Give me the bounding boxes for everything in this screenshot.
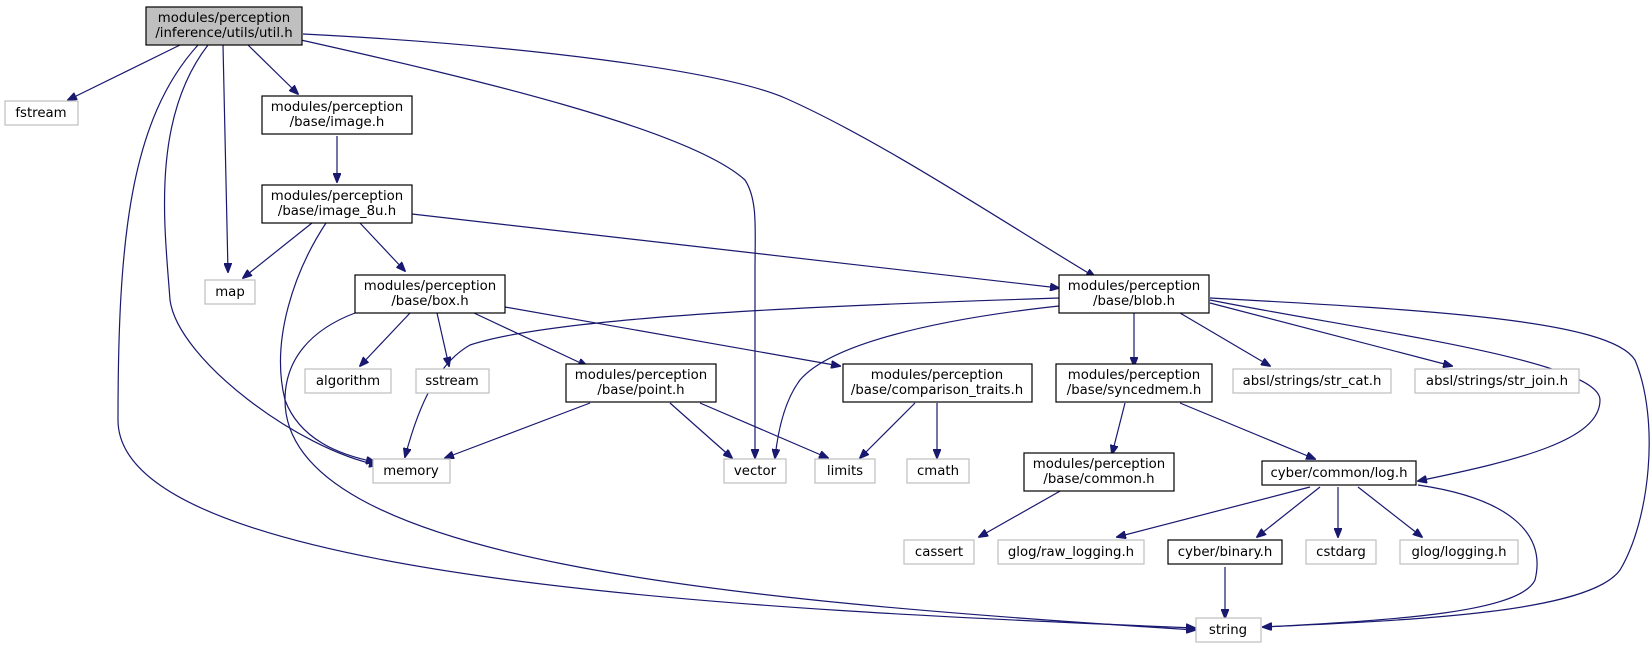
node-label-line1: modules/perception: [1068, 279, 1200, 294]
node-label-line2: /base/syncedmem.h: [1067, 383, 1202, 398]
edge-box-point: [473, 312, 587, 366]
node-syncedmem-h[interactable]: modules/perception /base/syncedmem.h: [1055, 363, 1213, 403]
node-cassert[interactable]: cassert: [903, 539, 975, 565]
edge-blob-vector: [775, 305, 1060, 458]
node-label-line2: /base/box.h: [391, 294, 468, 309]
node-vector[interactable]: vector: [723, 458, 787, 484]
edge-blob-log: [1209, 299, 1601, 481]
edge-box-sstream: [436, 312, 449, 366]
node-label: fstream: [15, 106, 66, 121]
edge-log-string: [1263, 484, 1538, 627]
node-str-cat-h[interactable]: absl/strings/str_cat.h: [1232, 368, 1392, 394]
node-common-h[interactable]: modules/perception /base/common.h: [1023, 452, 1175, 492]
node-map[interactable]: map: [204, 279, 256, 305]
edge-util-blob: [302, 33, 1095, 277]
node-util-h[interactable]: modules/perception /inference/utils/util…: [145, 6, 303, 46]
node-comparison-traits-h[interactable]: modules/perception /base/comparison_trai…: [842, 363, 1033, 403]
edge-util-memory: [163, 44, 378, 465]
edge-image8u-map: [243, 222, 313, 278]
edge-image8u-box: [359, 222, 405, 271]
edge-util-fstream: [68, 44, 181, 100]
node-label: cmath: [917, 464, 959, 479]
node-label-line2: /base/image_8u.h: [278, 204, 396, 219]
node-logging-h[interactable]: glog/logging.h: [1399, 539, 1519, 565]
node-binary-h[interactable]: cyber/binary.h: [1167, 539, 1283, 565]
node-label-line2: /base/blob.h: [1093, 294, 1175, 309]
node-cstdarg[interactable]: cstdarg: [1305, 539, 1377, 565]
edge-image8u-blob: [411, 213, 1059, 288]
node-memory[interactable]: memory: [372, 458, 451, 484]
edge-log-rawlogging: [1117, 486, 1311, 537]
node-label-line2: /base/comparison_traits.h: [851, 383, 1023, 398]
node-label-line2: /base/point.h: [597, 383, 684, 398]
edge-box-algorithm: [360, 312, 411, 366]
node-algorithm[interactable]: algorithm: [304, 368, 392, 394]
node-label-line1: modules/perception: [1033, 457, 1165, 472]
node-image-h[interactable]: modules/perception /base/image.h: [261, 95, 413, 135]
node-label-line2: /inference/utils/util.h: [155, 26, 292, 41]
edge-box-string: [284, 312, 1195, 630]
node-label: map: [215, 285, 245, 300]
node-box-h[interactable]: modules/perception /base/box.h: [354, 274, 506, 314]
node-log-h[interactable]: cyber/common/log.h: [1261, 460, 1417, 486]
node-point-h[interactable]: modules/perception /base/point.h: [565, 363, 717, 403]
node-label-line1: modules/perception: [271, 100, 403, 115]
edge-point-memory: [445, 402, 591, 458]
edge-blob-strcat: [1179, 312, 1270, 366]
edge-box-comparison: [504, 306, 840, 366]
node-label: memory: [383, 464, 439, 479]
node-image-8u-h[interactable]: modules/perception /base/image_8u.h: [261, 184, 413, 224]
node-label-line1: modules/perception: [364, 279, 496, 294]
edge-syncedmem-log: [1179, 402, 1315, 459]
edge-common-cassert: [979, 489, 1063, 537]
node-sstream[interactable]: sstream: [415, 368, 490, 394]
node-label: cyber/binary.h: [1178, 545, 1273, 560]
edge-util-string: [117, 44, 1195, 628]
node-label-line1: modules/perception: [871, 368, 1003, 383]
edge-comparison-limits: [860, 402, 916, 458]
node-label: cassert: [915, 545, 963, 560]
edge-syncedmem-common: [1112, 402, 1126, 454]
node-blob-h[interactable]: modules/perception /base/blob.h: [1058, 274, 1210, 314]
node-label-line2: /base/image.h: [290, 115, 385, 130]
edge-util-vector: [291, 37, 755, 458]
node-label-line1: modules/perception: [271, 189, 403, 204]
node-cmath[interactable]: cmath: [906, 458, 970, 484]
node-label: glog/logging.h: [1411, 545, 1506, 560]
edge-util-map: [222, 44, 228, 272]
edge-image8u-memory: [279, 222, 375, 462]
edge-log-binary: [1257, 486, 1321, 537]
node-label: cyber/common/log.h: [1270, 466, 1407, 481]
node-label-line1: modules/perception: [575, 368, 707, 383]
node-label: algorithm: [316, 374, 380, 389]
nodes: modules/perception /inference/utils/util…: [4, 6, 1580, 643]
node-label: limits: [827, 464, 863, 479]
node-string[interactable]: string: [1195, 617, 1262, 643]
node-label-line1: modules/perception: [158, 11, 290, 26]
edge-point-vector: [669, 402, 732, 458]
node-label: glog/raw_logging.h: [1008, 545, 1134, 560]
node-label: string: [1209, 623, 1247, 638]
node-limits[interactable]: limits: [814, 458, 876, 484]
node-label-line2: /base/common.h: [1043, 472, 1154, 487]
node-label: absl/strings/str_join.h: [1426, 374, 1568, 389]
node-label: sstream: [425, 374, 479, 389]
edge-log-logging: [1357, 486, 1422, 537]
edge-point-limits: [699, 402, 828, 458]
node-label: cstdarg: [1316, 545, 1366, 560]
node-raw-logging-h[interactable]: glog/raw_logging.h: [997, 539, 1145, 565]
node-fstream[interactable]: fstream: [4, 100, 79, 126]
edge-blob-string: [1209, 297, 1650, 627]
edge-util-image: [247, 44, 298, 94]
node-label: vector: [734, 464, 777, 479]
node-str-join-h[interactable]: absl/strings/str_join.h: [1414, 368, 1580, 394]
edge-blob-strjoin: [1209, 302, 1452, 366]
node-label: absl/strings/str_cat.h: [1243, 374, 1382, 389]
node-label-line1: modules/perception: [1068, 368, 1200, 383]
